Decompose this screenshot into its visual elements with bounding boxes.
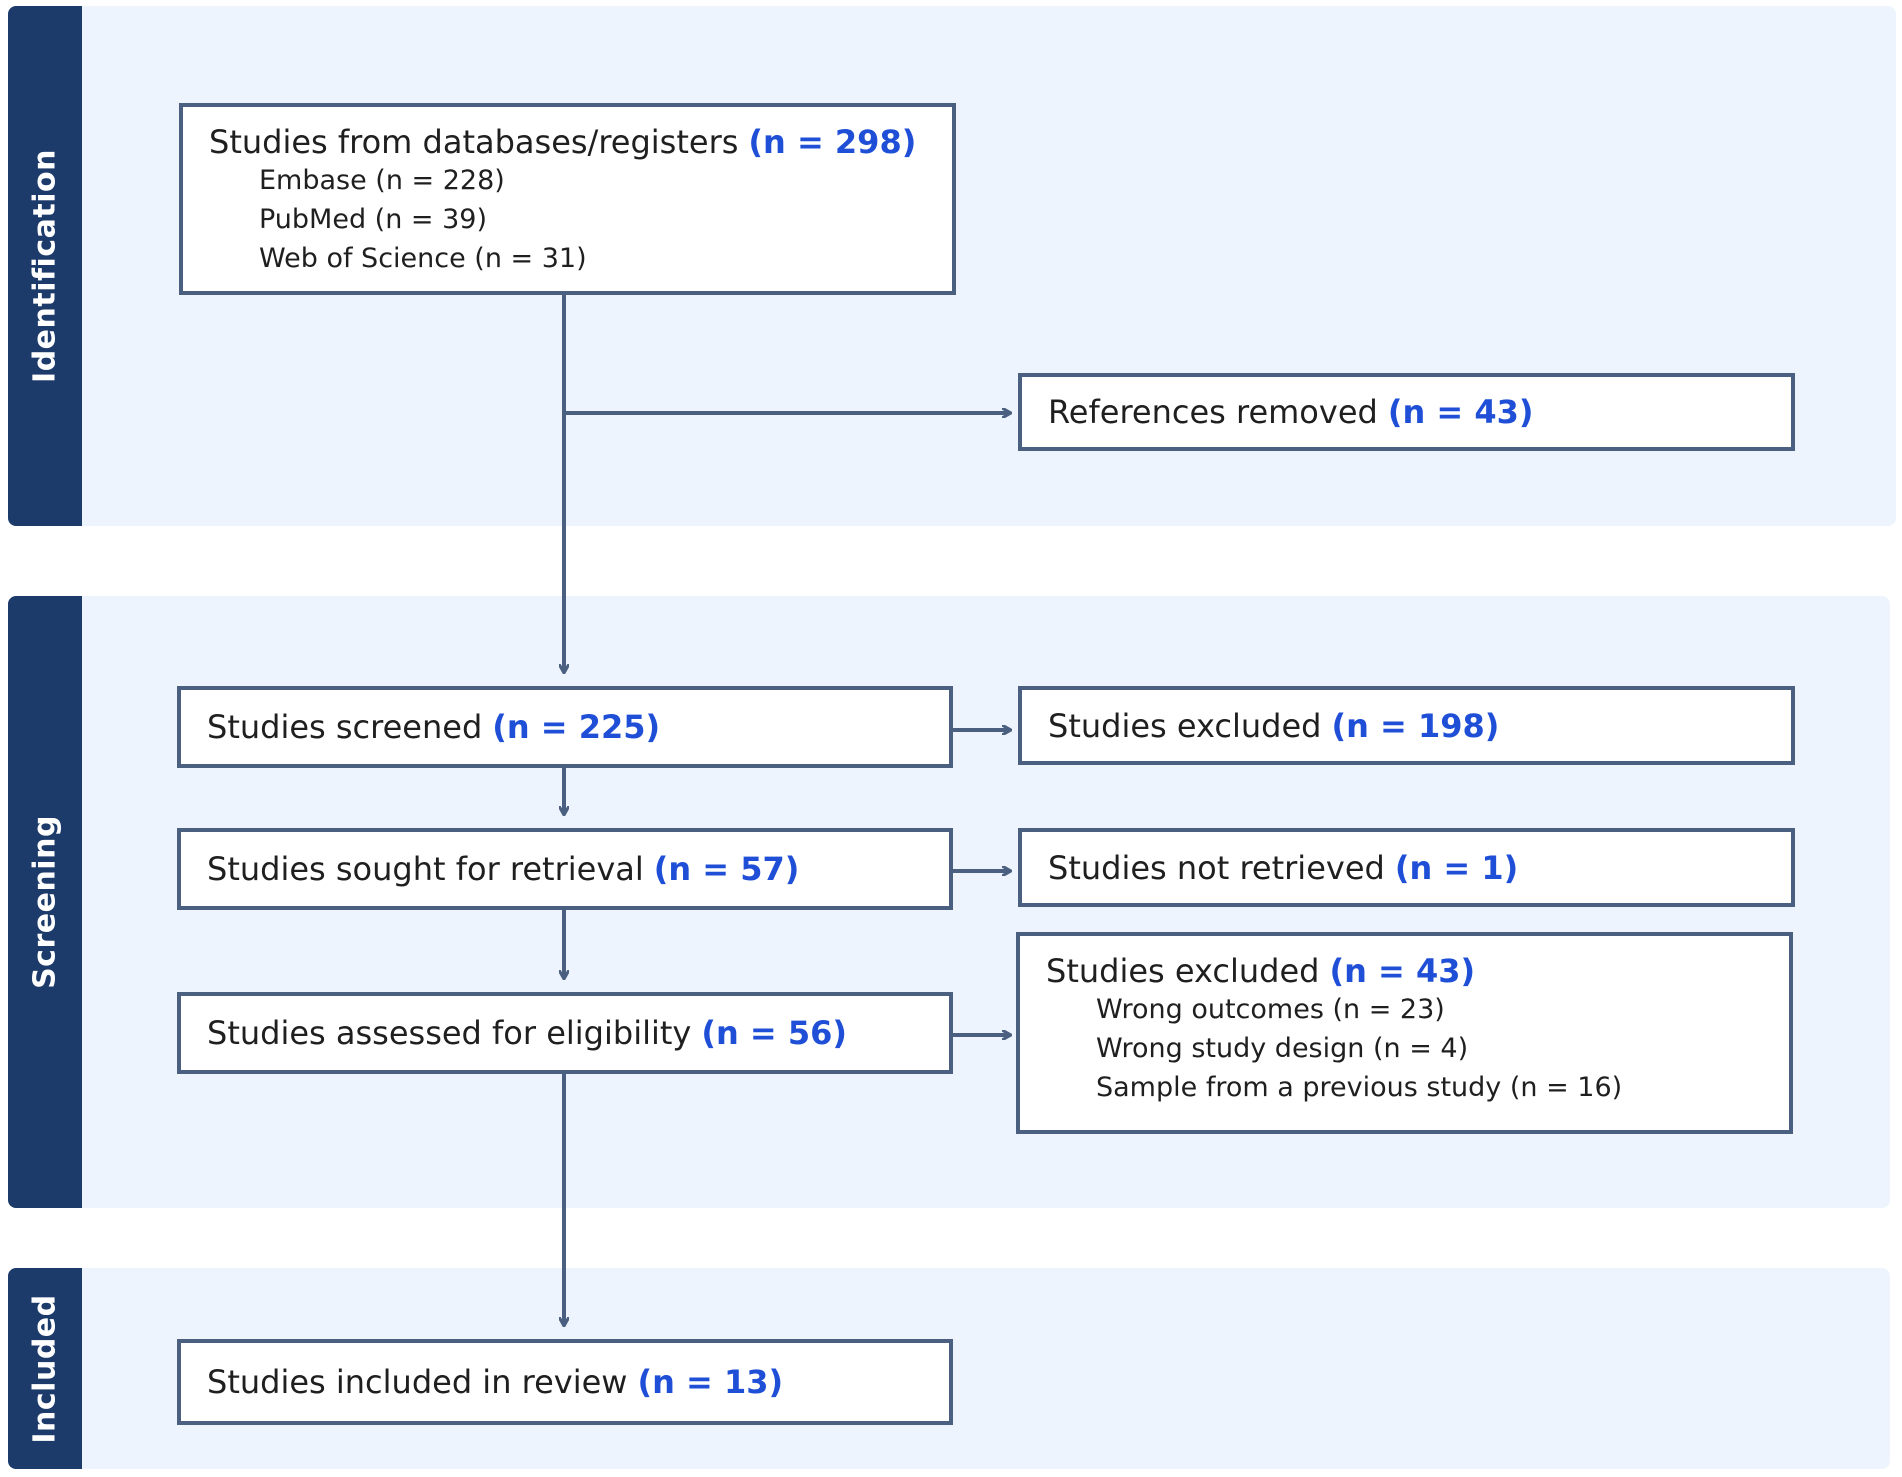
records-title: Studies from databases/registers: [209, 123, 739, 161]
excluded-eligibility-count: (n = 43): [1329, 952, 1476, 990]
screened-title: Studies screened: [207, 708, 483, 746]
source-pubmed: PubMed (n = 39): [259, 204, 488, 235]
records-count: (n = 298): [748, 123, 917, 161]
identification-tab: Identification: [8, 6, 82, 526]
retrieval-title: Studies sought for retrieval: [207, 850, 644, 888]
included-count: (n = 13): [637, 1363, 784, 1401]
retrieval-count: (n = 57): [653, 850, 800, 888]
included-title: Studies included in review: [207, 1363, 628, 1401]
included-review-box: Studies included in review(n = 13): [177, 1339, 953, 1425]
reason-wrong-outcomes: Wrong outcomes (n = 23): [1096, 994, 1445, 1025]
screening-tab: Screening: [8, 596, 82, 1208]
eligibility-count: (n = 56): [701, 1014, 847, 1052]
eligibility-title: Studies assessed for eligibility: [207, 1014, 692, 1052]
excluded-screen-title: Studies excluded: [1048, 706, 1322, 745]
not-retrieved-box: Studies not retrieved(n = 1): [1018, 828, 1795, 907]
studies-excluded-screening-box: Studies excluded(n = 198): [1018, 686, 1795, 765]
excluded-screen-count: (n = 198): [1331, 706, 1500, 745]
reason-previous-sample: Sample from a previous study (n = 16): [1096, 1072, 1623, 1103]
records-identified-box: Studies from databases/registers(n = 298…: [179, 103, 956, 295]
not-retrieved-title: Studies not retrieved: [1048, 848, 1385, 887]
sought-for-retrieval-box: Studies sought for retrieval(n = 57): [177, 828, 953, 910]
removed-title: References removed: [1048, 393, 1378, 431]
screened-count: (n = 225): [492, 708, 661, 746]
removed-count: (n = 43): [1387, 393, 1534, 431]
studies-screened-box: Studies screened(n = 225): [177, 686, 953, 768]
source-web-of-science: Web of Science (n = 31): [259, 243, 587, 274]
source-embase: Embase (n = 228): [259, 165, 505, 196]
not-retrieved-count: (n = 1): [1394, 848, 1519, 887]
excluded-eligibility-title: Studies excluded: [1046, 952, 1320, 990]
excluded-eligibility-box: Studies excluded(n = 43) Wrong outcomes …: [1016, 932, 1793, 1134]
references-removed-box: References removed(n = 43): [1018, 373, 1795, 451]
included-tab: Included: [8, 1268, 82, 1469]
reason-wrong-study-design: Wrong study design (n = 4): [1096, 1033, 1469, 1064]
assessed-eligibility-box: Studies assessed for eligibility(n = 56): [177, 992, 953, 1074]
